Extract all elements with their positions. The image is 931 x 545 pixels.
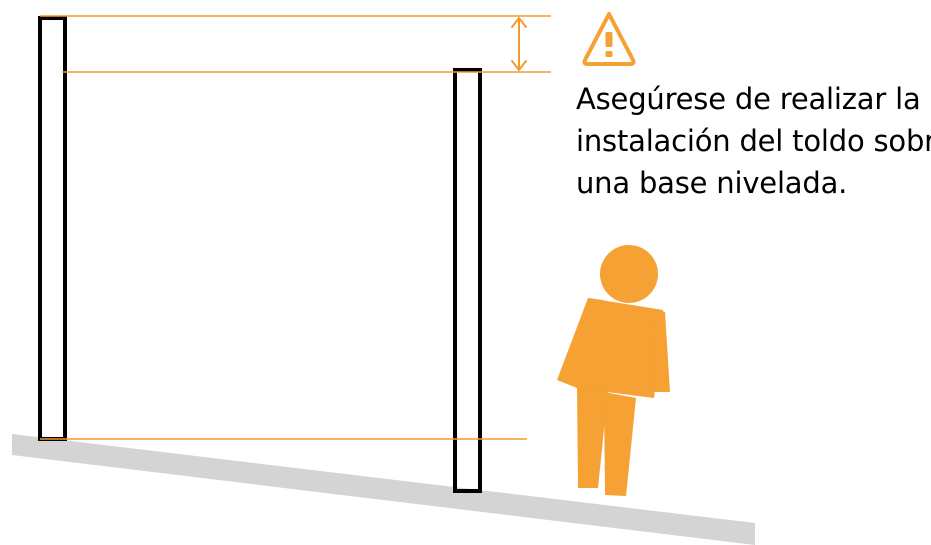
height-difference-arrow-icon: [511, 17, 527, 71]
warning-line-1: Asegúrese de realizar la: [576, 82, 921, 116]
left-post: [38, 16, 67, 441]
person-icon: [557, 245, 670, 496]
right-post: [453, 68, 482, 493]
warning-triangle-icon: [582, 12, 636, 66]
warning-message: Asegúrese de realizar la instalación del…: [576, 78, 931, 204]
warning-line-3: una base nivelada.: [576, 166, 848, 200]
warning-line-2: instalación del toldo sobre: [576, 124, 931, 158]
sloped-ground: [12, 434, 755, 545]
